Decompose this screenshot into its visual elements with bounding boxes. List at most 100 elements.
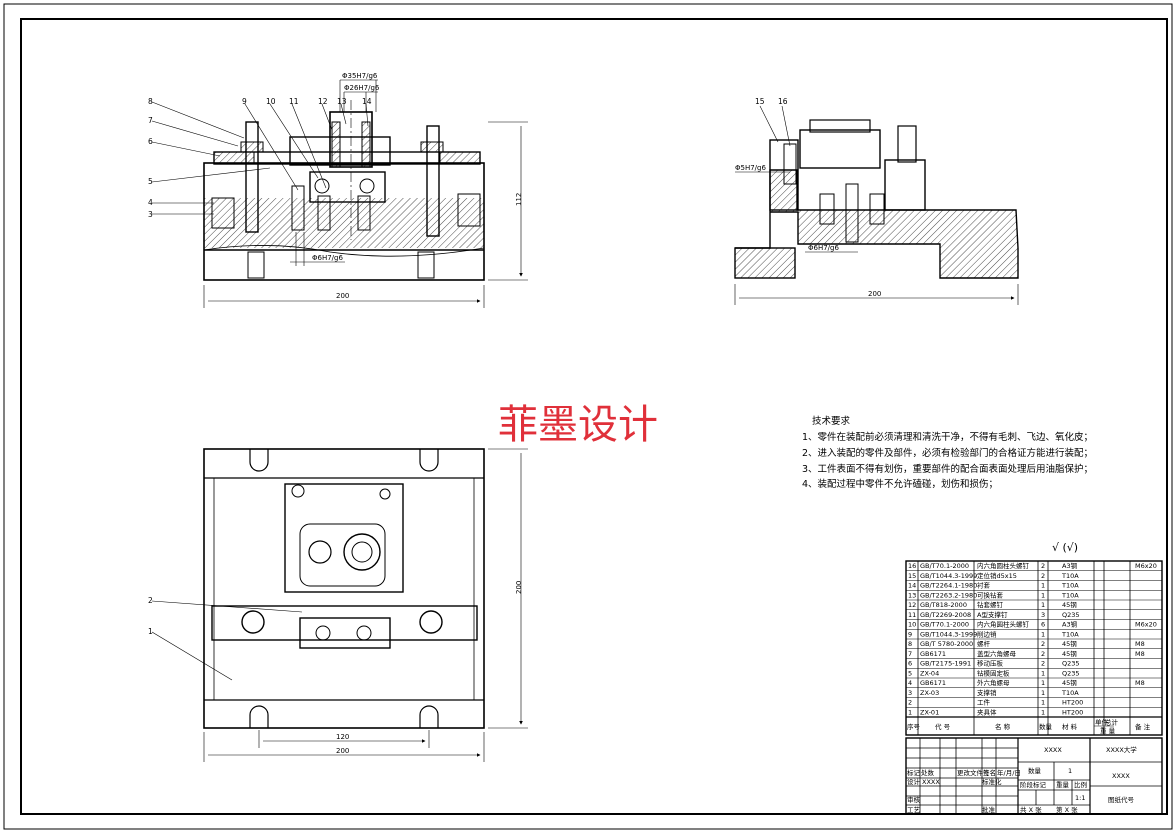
title-block bbox=[905, 737, 1163, 815]
bom-row-code: GB/T2175-1991 bbox=[920, 660, 971, 668]
bom-row-name: 钻模固定板 bbox=[977, 668, 1010, 677]
bom-row-material: T10A bbox=[1061, 572, 1079, 580]
drawing-frame bbox=[20, 18, 1168, 815]
bom-row-code: GB/T2263.2-1980 bbox=[920, 591, 977, 599]
balloon-9: 9 bbox=[242, 97, 247, 106]
bom-row-material: Q235 bbox=[1062, 660, 1080, 668]
bom-row-name: 工件 bbox=[977, 698, 991, 707]
bom-row-code: GB/T818-2000 bbox=[920, 601, 967, 609]
bom-header-note: 备 注 bbox=[1135, 722, 1151, 731]
rev-count-label: 处数 bbox=[921, 768, 935, 777]
front-view bbox=[151, 79, 528, 308]
balloon-5: 5 bbox=[148, 177, 153, 186]
dim-top-width: 200 bbox=[336, 747, 349, 755]
bom-row-note: M8 bbox=[1135, 679, 1145, 687]
bom-header-unit-weight: 单件 bbox=[1095, 718, 1109, 727]
stage-label: 阶段标记 bbox=[1020, 780, 1047, 789]
balloon-13: 13 bbox=[337, 97, 347, 106]
qty-value: 1 bbox=[1068, 767, 1072, 775]
bom-row-no: 3 bbox=[908, 689, 912, 697]
bom-row-name: 削边销 bbox=[977, 629, 997, 638]
roughness-note: √ (√) bbox=[1052, 541, 1078, 554]
balloon-12: 12 bbox=[318, 97, 328, 106]
bom-row-qty: 1 bbox=[1041, 679, 1045, 687]
bom-row-no: 15 bbox=[908, 572, 916, 580]
bom-row-name: A型支撑钉 bbox=[977, 610, 1008, 619]
rev-date-label: 年/月/日 bbox=[997, 768, 1021, 777]
bom-row-qty: 1 bbox=[1041, 669, 1045, 677]
bom-row-code: GB/T2269-2008 bbox=[920, 611, 971, 619]
sheets-total: 共 X 张 bbox=[1020, 805, 1042, 814]
bom-row-qty: 2 bbox=[1041, 640, 1045, 648]
bom-row-qty: 1 bbox=[1041, 689, 1045, 697]
rev-mark-label: 标记 bbox=[907, 768, 921, 777]
watermark: 菲墨设计 bbox=[498, 402, 658, 448]
bom-border bbox=[905, 560, 1163, 736]
std-label: 标准化 bbox=[982, 777, 1002, 786]
bom-row-code: ZX-04 bbox=[920, 669, 939, 677]
bom-row-code: ZX-03 bbox=[920, 689, 939, 697]
bom-row-code: GB/T2264.1-1980 bbox=[920, 582, 977, 590]
balloon-1: 1 bbox=[148, 627, 153, 636]
bom-row-no: 7 bbox=[908, 650, 912, 658]
bom-row-qty: 2 bbox=[1041, 660, 1045, 668]
drawing-code-label: 图纸代号 bbox=[1108, 795, 1135, 804]
dim-front-width: 200 bbox=[336, 292, 349, 300]
bom-header-weight: 重 量 bbox=[1100, 727, 1116, 735]
balloon-10: 10 bbox=[266, 97, 276, 106]
bom-row-qty: 1 bbox=[1041, 708, 1045, 716]
bom-row-no: 4 bbox=[908, 679, 912, 687]
bom-row-no: 13 bbox=[908, 591, 916, 599]
bom-row-name: 内六角圆柱头螺钉 bbox=[977, 620, 1030, 629]
bom-row-code: GB6171 bbox=[920, 650, 946, 658]
bom-row-note: M6x20 bbox=[1135, 621, 1157, 629]
bom-row-no: 9 bbox=[908, 630, 912, 638]
bom-row-no: 2 bbox=[908, 699, 912, 707]
bom-row-qty: 2 bbox=[1041, 650, 1045, 658]
bom-row-name: 支撑销 bbox=[977, 688, 997, 697]
bom-row-qty: 1 bbox=[1041, 601, 1045, 609]
bom-row-name: 钻套螺钉 bbox=[977, 600, 1004, 609]
bom-row-qty: 6 bbox=[1041, 621, 1045, 629]
requirements-title: 技术要求 bbox=[812, 415, 851, 427]
bom-row-code: GB/T1044.3-1999 bbox=[920, 572, 977, 580]
check-label: 审核 bbox=[907, 795, 921, 804]
bom-row-no: 5 bbox=[908, 669, 912, 677]
bom-row-name: 可换钻套 bbox=[977, 590, 1004, 599]
bom-row-material: HT200 bbox=[1062, 708, 1083, 716]
balloon-4: 4 bbox=[148, 198, 153, 207]
drawing-name: XXXX bbox=[1044, 746, 1062, 754]
balloon-7: 7 bbox=[148, 116, 153, 125]
bom-row-material: A3钢 bbox=[1062, 562, 1078, 570]
bom-row-qty: 1 bbox=[1041, 699, 1045, 707]
bom-row-material: T10A bbox=[1061, 689, 1079, 697]
bom-row-note: M8 bbox=[1135, 650, 1145, 658]
bom-row-qty: 1 bbox=[1041, 582, 1045, 590]
side-view bbox=[734, 105, 1019, 305]
balloon-2: 2 bbox=[148, 596, 153, 605]
bom-row-material: T10A bbox=[1061, 630, 1079, 638]
bom-row-no: 6 bbox=[908, 660, 912, 668]
weight-label: 重量 bbox=[1056, 781, 1070, 789]
bom-header-name: 名 称 bbox=[995, 722, 1011, 731]
bom-row-material: Q235 bbox=[1062, 669, 1080, 677]
balloon-11: 11 bbox=[289, 97, 299, 106]
bom-header-total-weight: 总计 bbox=[1105, 718, 1119, 727]
rev-sign-label: 签名 bbox=[983, 768, 996, 777]
bom-header-material: 材 料 bbox=[1062, 722, 1078, 731]
bom-row-qty: 2 bbox=[1041, 562, 1045, 570]
design-name: XXXX bbox=[922, 778, 940, 786]
requirement-1: 1、零件在装配前必须清理和清洗干净，不得有毛刺、飞边、氧化皮； bbox=[802, 431, 1093, 443]
qty-label: 数量 bbox=[1028, 766, 1042, 775]
bom-header-qty: 数量 bbox=[1039, 722, 1053, 731]
bom-row-material: 45钢 bbox=[1062, 640, 1077, 648]
bom-row-material: A3钢 bbox=[1062, 621, 1078, 629]
bom-row-material: 45钢 bbox=[1062, 650, 1077, 658]
outer-border bbox=[3, 3, 1173, 830]
craft-label: 工艺 bbox=[907, 806, 921, 814]
bom-row-material: HT200 bbox=[1062, 699, 1083, 707]
bom-row-code: ZX-01 bbox=[920, 708, 939, 716]
dim-side-fit-bottom: Φ6H7/g6 bbox=[808, 244, 839, 252]
balloon-15: 15 bbox=[755, 97, 765, 106]
